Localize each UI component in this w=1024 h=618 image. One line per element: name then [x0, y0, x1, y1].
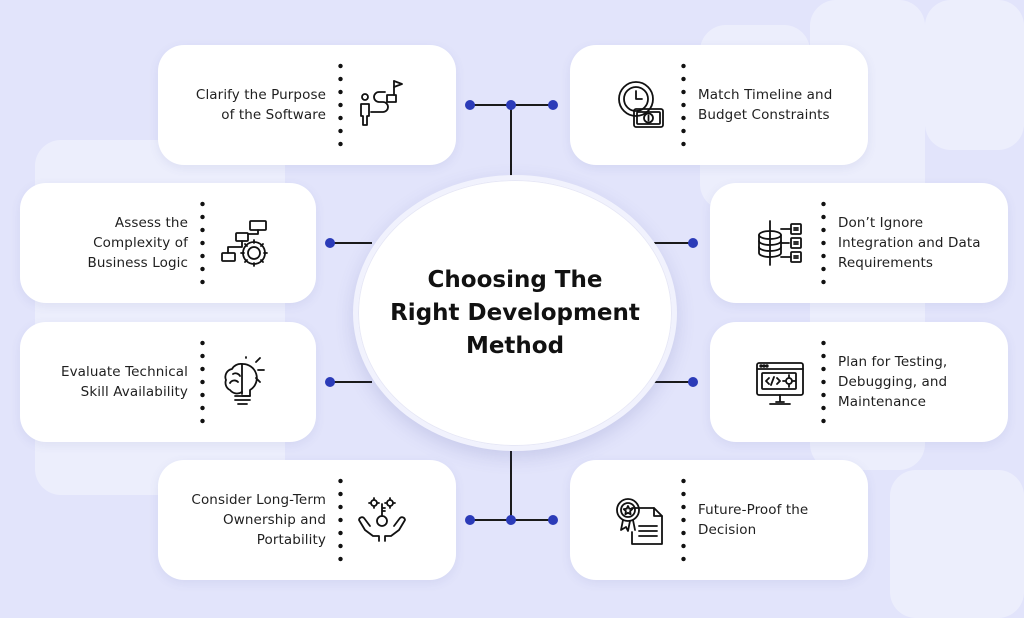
card-label: Match Timeline and Budget Constraints	[698, 87, 833, 123]
card-testing-debugging: Plan for Testing, Debugging, and Mainten…	[710, 322, 1008, 442]
connector-node	[688, 377, 698, 387]
card-future-proof: Future-Proof the Decision	[570, 460, 868, 580]
card-label: Evaluate Technical Skill Availability	[60, 364, 188, 400]
connector-node	[506, 100, 516, 110]
card-label: Don’t Ignore Integration and Data Requir…	[838, 215, 981, 271]
dotted-divider	[681, 61, 686, 149]
connector-node	[325, 238, 335, 248]
dotted-divider	[200, 338, 205, 426]
certificate-badge-icon	[614, 494, 666, 546]
connector-node	[548, 100, 558, 110]
card-clarify-purpose: Clarify the Purpose of the Software	[158, 45, 456, 165]
card-label: Future-Proof the Decision	[698, 502, 809, 538]
card-long-term-ownership: Consider Long-Term Ownership and Portabi…	[158, 460, 456, 580]
connector-node	[465, 515, 475, 525]
connector-node	[548, 515, 558, 525]
card-assess-complexity: Assess the Complexity of Business Logic	[20, 183, 316, 303]
card-label: Consider Long-Term Ownership and Portabi…	[191, 492, 326, 548]
dotted-divider	[821, 338, 826, 426]
center-circle: Choosing The Right Development Method	[353, 175, 677, 451]
background-shape	[890, 470, 1024, 618]
brain-lightbulb-icon	[218, 356, 270, 408]
connector-node	[465, 100, 475, 110]
clock-money-icon	[614, 79, 666, 131]
dotted-divider	[338, 476, 343, 564]
person-path-flag-icon	[356, 79, 408, 131]
connector-node	[325, 377, 335, 387]
card-label: Plan for Testing, Debugging, and Mainten…	[838, 354, 948, 410]
dotted-divider	[681, 476, 686, 564]
card-label: Clarify the Purpose of the Software	[195, 87, 326, 123]
card-label: Assess the Complexity of Business Logic	[87, 215, 188, 271]
dotted-divider	[338, 61, 343, 149]
dotted-divider	[200, 199, 205, 287]
dotted-divider	[821, 199, 826, 287]
connector-node	[506, 515, 516, 525]
connector-node	[688, 238, 698, 248]
card-integration-data: Don’t Ignore Integration and Data Requir…	[710, 183, 1008, 303]
hands-key-gears-icon	[356, 494, 408, 546]
card-technical-skill: Evaluate Technical Skill Availability	[20, 322, 316, 442]
center-title: Choosing The Right Development Method	[390, 266, 640, 359]
flowchart-gear-icon	[218, 217, 270, 269]
card-match-timeline: Match Timeline and Budget Constraints	[570, 45, 868, 165]
monitor-code-icon	[754, 356, 806, 408]
background-shape	[925, 0, 1024, 150]
database-integration-icon	[754, 217, 806, 269]
